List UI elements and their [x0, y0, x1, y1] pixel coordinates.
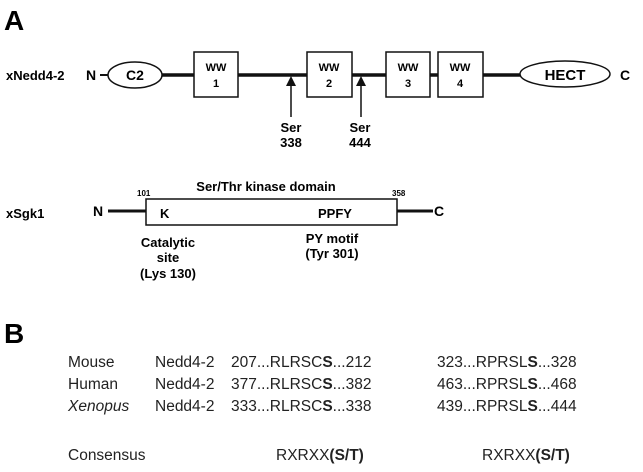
hect-label: HECT [545, 67, 586, 84]
site-residue: Ser [281, 120, 302, 135]
species: Human [68, 376, 118, 393]
annotation-line: PY motif [306, 231, 359, 246]
sgk1-name: xSgk1 [6, 206, 44, 221]
arrowhead-icon [286, 76, 296, 86]
sequence-2: 323...RPRSLS...328 [437, 354, 577, 371]
site-position: 338 [280, 135, 302, 150]
protein: Nedd4-2 [155, 376, 215, 393]
ww-label: WW [398, 62, 419, 74]
ww-domain-3: WW 3 [385, 51, 431, 98]
ww-number: 2 [326, 78, 332, 90]
ww-number: 1 [213, 78, 219, 90]
ppfy-label: PPFY [318, 206, 352, 221]
ww-number: 3 [405, 78, 411, 90]
protein: Nedd4-2 [155, 354, 215, 371]
nedd4-c-terminus: C [620, 67, 630, 83]
kinase-domain-title: Ser/Thr kinase domain [196, 179, 335, 194]
c2-domain [107, 61, 163, 89]
consensus-label: Consensus [68, 447, 146, 464]
ww-domain-4: WW 4 [437, 51, 484, 98]
annotation-line: (Lys 130) [140, 266, 196, 281]
ww-label: WW [450, 62, 471, 74]
site-position: 444 [349, 135, 371, 150]
annotation-line: Catalytic [141, 235, 195, 250]
panel-a-label: A [4, 5, 24, 36]
domain-end: 358 [392, 189, 406, 198]
sgk1-n-terminus: N [93, 203, 103, 219]
nedd4-name: xNedd4-2 [6, 68, 65, 83]
consensus-1: RXRXX(S/T) [276, 447, 364, 464]
nedd4-n-terminus: N [86, 67, 96, 83]
annotation-line: (Tyr 301) [305, 246, 358, 261]
site-arrow-ser444: Ser 444 [349, 76, 372, 150]
sequence-2: 439...RPRSLS...444 [437, 398, 577, 415]
site-residue: Ser [350, 120, 371, 135]
ww-label: WW [319, 62, 340, 74]
catalytic-site-annotation: Catalytic site (Lys 130) [140, 235, 196, 281]
species: Xenopus [68, 398, 130, 415]
sequence-2: 463...RPRSLS...468 [437, 376, 577, 393]
arrowhead-icon [356, 76, 366, 86]
sequence-1: 377...RLRSCS...382 [231, 376, 372, 393]
kinase-domain [145, 198, 398, 226]
py-motif-annotation: PY motif (Tyr 301) [305, 231, 359, 261]
sequence-1: 333...RLRSCS...338 [231, 398, 372, 415]
sequence-1: 207...RLRSCS...212 [231, 354, 372, 371]
site-arrow-ser338: Ser 338 [280, 76, 302, 150]
consensus-2: RXRXX(S/T) [482, 447, 570, 464]
lysine-k-label: K [160, 206, 170, 221]
panel-b-label: B [4, 318, 24, 349]
species: Mouse [68, 354, 115, 371]
protein: Nedd4-2 [155, 398, 215, 415]
ww-label: WW [206, 62, 227, 74]
ww-domain-1: WW 1 [193, 51, 239, 98]
annotation-line: site [157, 250, 179, 265]
ww-domain-2: WW 2 [306, 51, 353, 98]
sgk1-c-terminus: C [434, 203, 444, 219]
hect-domain [519, 60, 611, 88]
ww-number: 4 [457, 78, 464, 90]
c2-label: C2 [126, 67, 144, 83]
domain-start: 101 [137, 189, 151, 198]
